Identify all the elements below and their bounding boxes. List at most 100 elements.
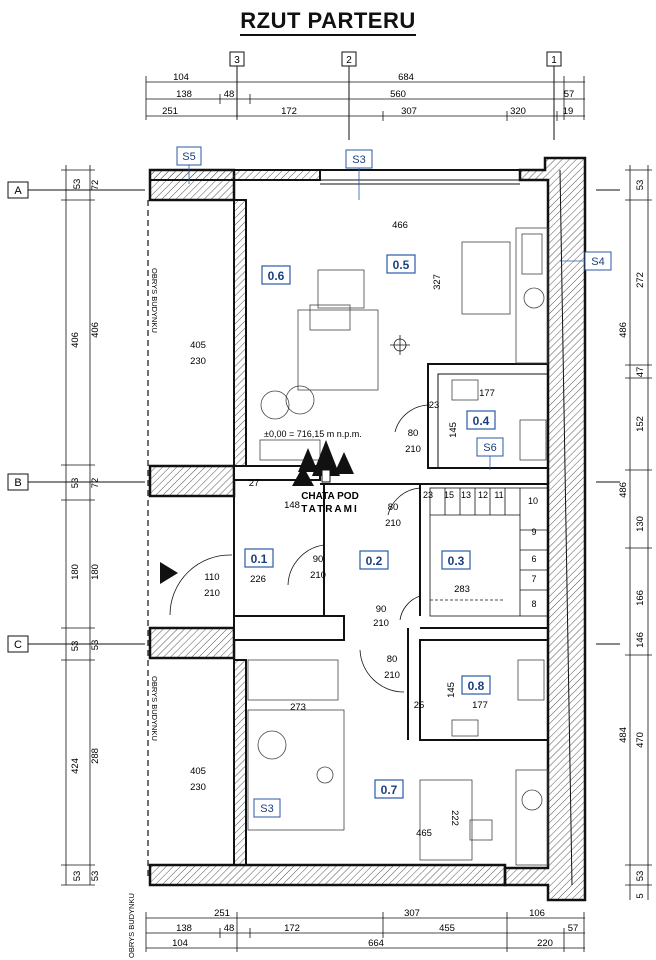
axis-col-label: 2 [346, 55, 352, 66]
stair-number: 6 [531, 554, 536, 564]
interior-dim: 148 [284, 500, 300, 511]
axis-col-label: 1 [551, 55, 557, 66]
dimension-lines-left [61, 165, 95, 886]
dim-label: 484 [618, 727, 629, 743]
stair-number: 12 [478, 490, 488, 500]
dim-label: 53 [70, 641, 81, 652]
dim-label: 104 [172, 938, 188, 949]
door-height: 210 [405, 444, 421, 455]
door-width: 110 [204, 572, 219, 583]
dim-label: 288 [90, 748, 101, 764]
level-annotation: ±0,00 = 716,15 m n.p.m. [264, 429, 362, 439]
stair-number: 10 [528, 496, 538, 506]
wall-tag: S5 [182, 151, 195, 163]
dim-label: 48 [224, 89, 235, 100]
dim-label: 104 [173, 72, 189, 83]
room-label: 0.8 [468, 679, 485, 693]
interior-dim: 283 [454, 584, 470, 595]
dim-label: 5 [635, 893, 646, 898]
dim-label: 307 [401, 106, 417, 117]
dimension-lines-top [145, 76, 585, 121]
interior-dim: 177 [479, 388, 495, 399]
dim-label: 406 [70, 332, 81, 348]
dim-label: 684 [398, 72, 414, 83]
interior-dim: 27 [249, 478, 260, 489]
door-width: 80 [408, 428, 419, 439]
obrys-label: OBRYS BUDYNKU [127, 893, 136, 958]
dim-label: 152 [635, 416, 646, 432]
door-width: 80 [388, 502, 399, 513]
plan-title: RZUT PARTERU [0, 8, 656, 36]
interior-dim: 145 [448, 422, 459, 438]
interior-dim: 23 [429, 400, 440, 411]
dim-label: 486 [618, 322, 629, 338]
furniture [247, 227, 549, 866]
door-width: 90 [313, 554, 324, 565]
stair-number: 11 [494, 490, 503, 500]
dim-label: 664 [368, 938, 384, 949]
dim-label: 57 [568, 923, 579, 934]
exterior-walls [148, 156, 587, 902]
dim-label: 251 [214, 908, 230, 919]
wall-tag: S3 [352, 154, 365, 166]
door-height: 210 [310, 570, 326, 581]
interior-dim: 273 [290, 702, 306, 713]
dim-label: 72 [90, 180, 101, 191]
interior-dim: 230 [190, 782, 206, 793]
dim-label: 172 [284, 923, 300, 934]
door-width: 80 [387, 654, 398, 665]
compass-icon [390, 335, 410, 355]
dim-label: 53 [635, 180, 646, 191]
dim-label: 72 [90, 478, 101, 489]
dim-label: 53 [90, 640, 101, 651]
room-label: 0.4 [473, 414, 490, 428]
dim-label: 106 [529, 908, 545, 919]
dim-label: 180 [70, 564, 81, 580]
stair-number: 13 [461, 490, 471, 500]
room-label: 0.2 [366, 554, 383, 568]
logo-trees-icon [292, 440, 354, 486]
door-height: 210 [384, 670, 400, 681]
stair-number: 23 [423, 490, 433, 500]
door-height: 210 [204, 588, 220, 599]
dim-label: 180 [90, 564, 101, 580]
room-label: 0.7 [381, 783, 398, 797]
interior-dim: 226 [250, 574, 266, 585]
dim-label: 406 [90, 322, 101, 338]
stair-number: 7 [531, 574, 536, 584]
entrance-arrow-icon [160, 562, 178, 584]
dim-label: 172 [281, 106, 297, 117]
dim-label: 53 [70, 478, 81, 489]
dim-label: 486 [618, 482, 629, 498]
dim-label: 307 [404, 908, 420, 919]
stair-number: 9 [531, 527, 536, 537]
dim-label: 146 [635, 632, 646, 648]
door-swings [169, 404, 431, 693]
stair-number: 8 [531, 599, 536, 609]
dim-label: 320 [510, 106, 526, 117]
dim-label: 47 [635, 367, 646, 378]
axis-row-label: C [14, 639, 22, 651]
dim-label: 424 [70, 758, 81, 774]
interior-dim: 25 [414, 700, 425, 711]
dim-label: 130 [635, 516, 646, 532]
axis-markers-top [229, 51, 562, 140]
dim-label: 53 [72, 871, 83, 882]
room-labels [244, 254, 496, 799]
room-label: 0.6 [268, 269, 285, 283]
dim-label: 560 [390, 89, 406, 100]
wall-tag: S4 [591, 256, 604, 268]
stair-number: 15 [444, 490, 454, 500]
obrys-label: OBRYS BUDYNKU [150, 268, 159, 333]
interior-dim: 177 [472, 700, 488, 711]
dim-label: 470 [635, 732, 646, 748]
dim-label: 455 [439, 923, 455, 934]
door-height: 210 [385, 518, 401, 529]
axis-col-label: 3 [234, 55, 240, 66]
room-label: 0.5 [393, 258, 410, 272]
interior-dim: 465 [416, 828, 432, 839]
interior-dim: 230 [190, 356, 206, 367]
dim-label: 19 [563, 106, 574, 117]
room-label: 0.3 [448, 554, 465, 568]
